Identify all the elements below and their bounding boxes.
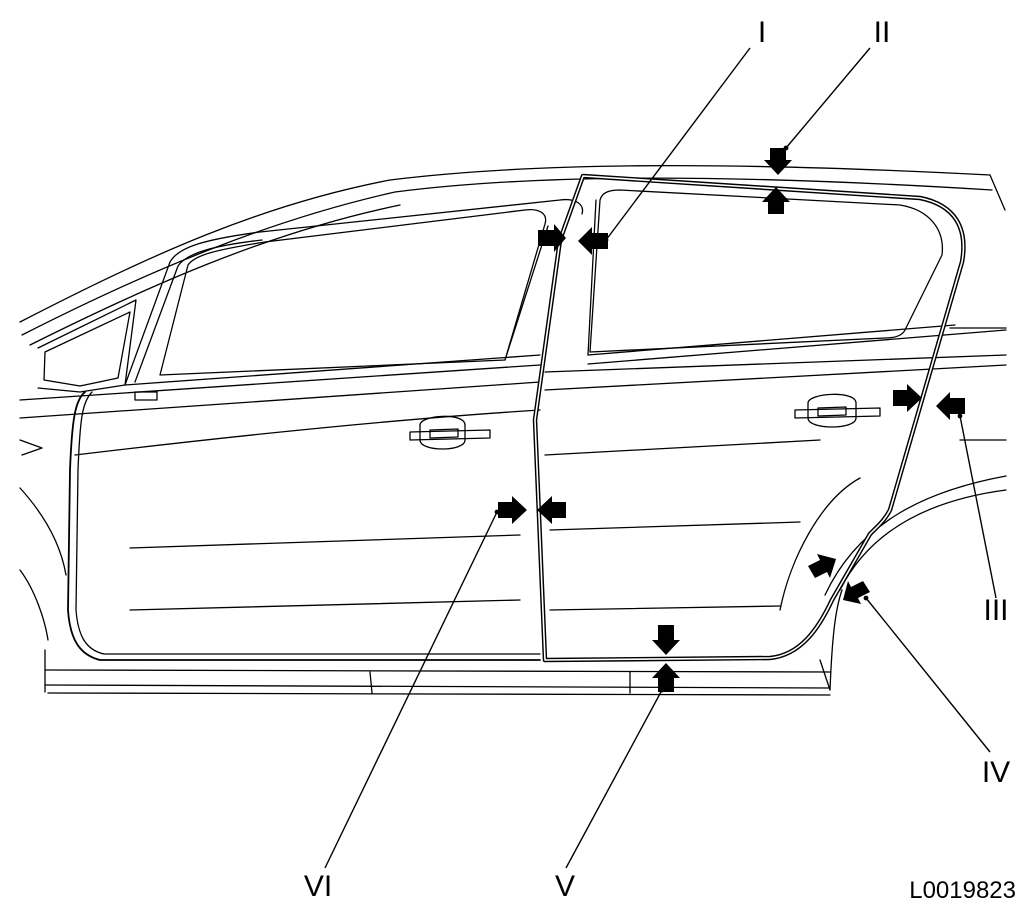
rear-door-handle xyxy=(794,393,881,428)
arrow-I-right xyxy=(578,227,608,255)
arrow-VI-left xyxy=(498,496,527,524)
callout-VI: VI xyxy=(304,870,332,903)
callout-II: II xyxy=(874,16,891,49)
figure-reference-code: L0019823 xyxy=(909,877,1016,904)
front-door-handle xyxy=(409,415,491,450)
arrow-I-left xyxy=(538,224,566,252)
arrow-V-bottom xyxy=(652,663,680,692)
callout-III: III xyxy=(983,594,1008,627)
arrow-V-top xyxy=(652,625,680,655)
arrow-III-left xyxy=(893,384,922,412)
rear-door-seal xyxy=(532,173,966,663)
arrow-IV-left xyxy=(808,554,836,578)
arrow-IV-right xyxy=(843,581,870,604)
car-body-outline xyxy=(19,164,1007,696)
arrow-II-bottom xyxy=(762,187,790,214)
arrow-III-right xyxy=(936,392,965,420)
callout-V: V xyxy=(555,870,575,903)
arrow-II-top xyxy=(764,148,792,175)
callout-I: I xyxy=(758,16,766,49)
arrow-VI-right xyxy=(537,496,566,524)
callout-IV: IV xyxy=(982,756,1010,789)
leader-lines xyxy=(324,47,997,869)
